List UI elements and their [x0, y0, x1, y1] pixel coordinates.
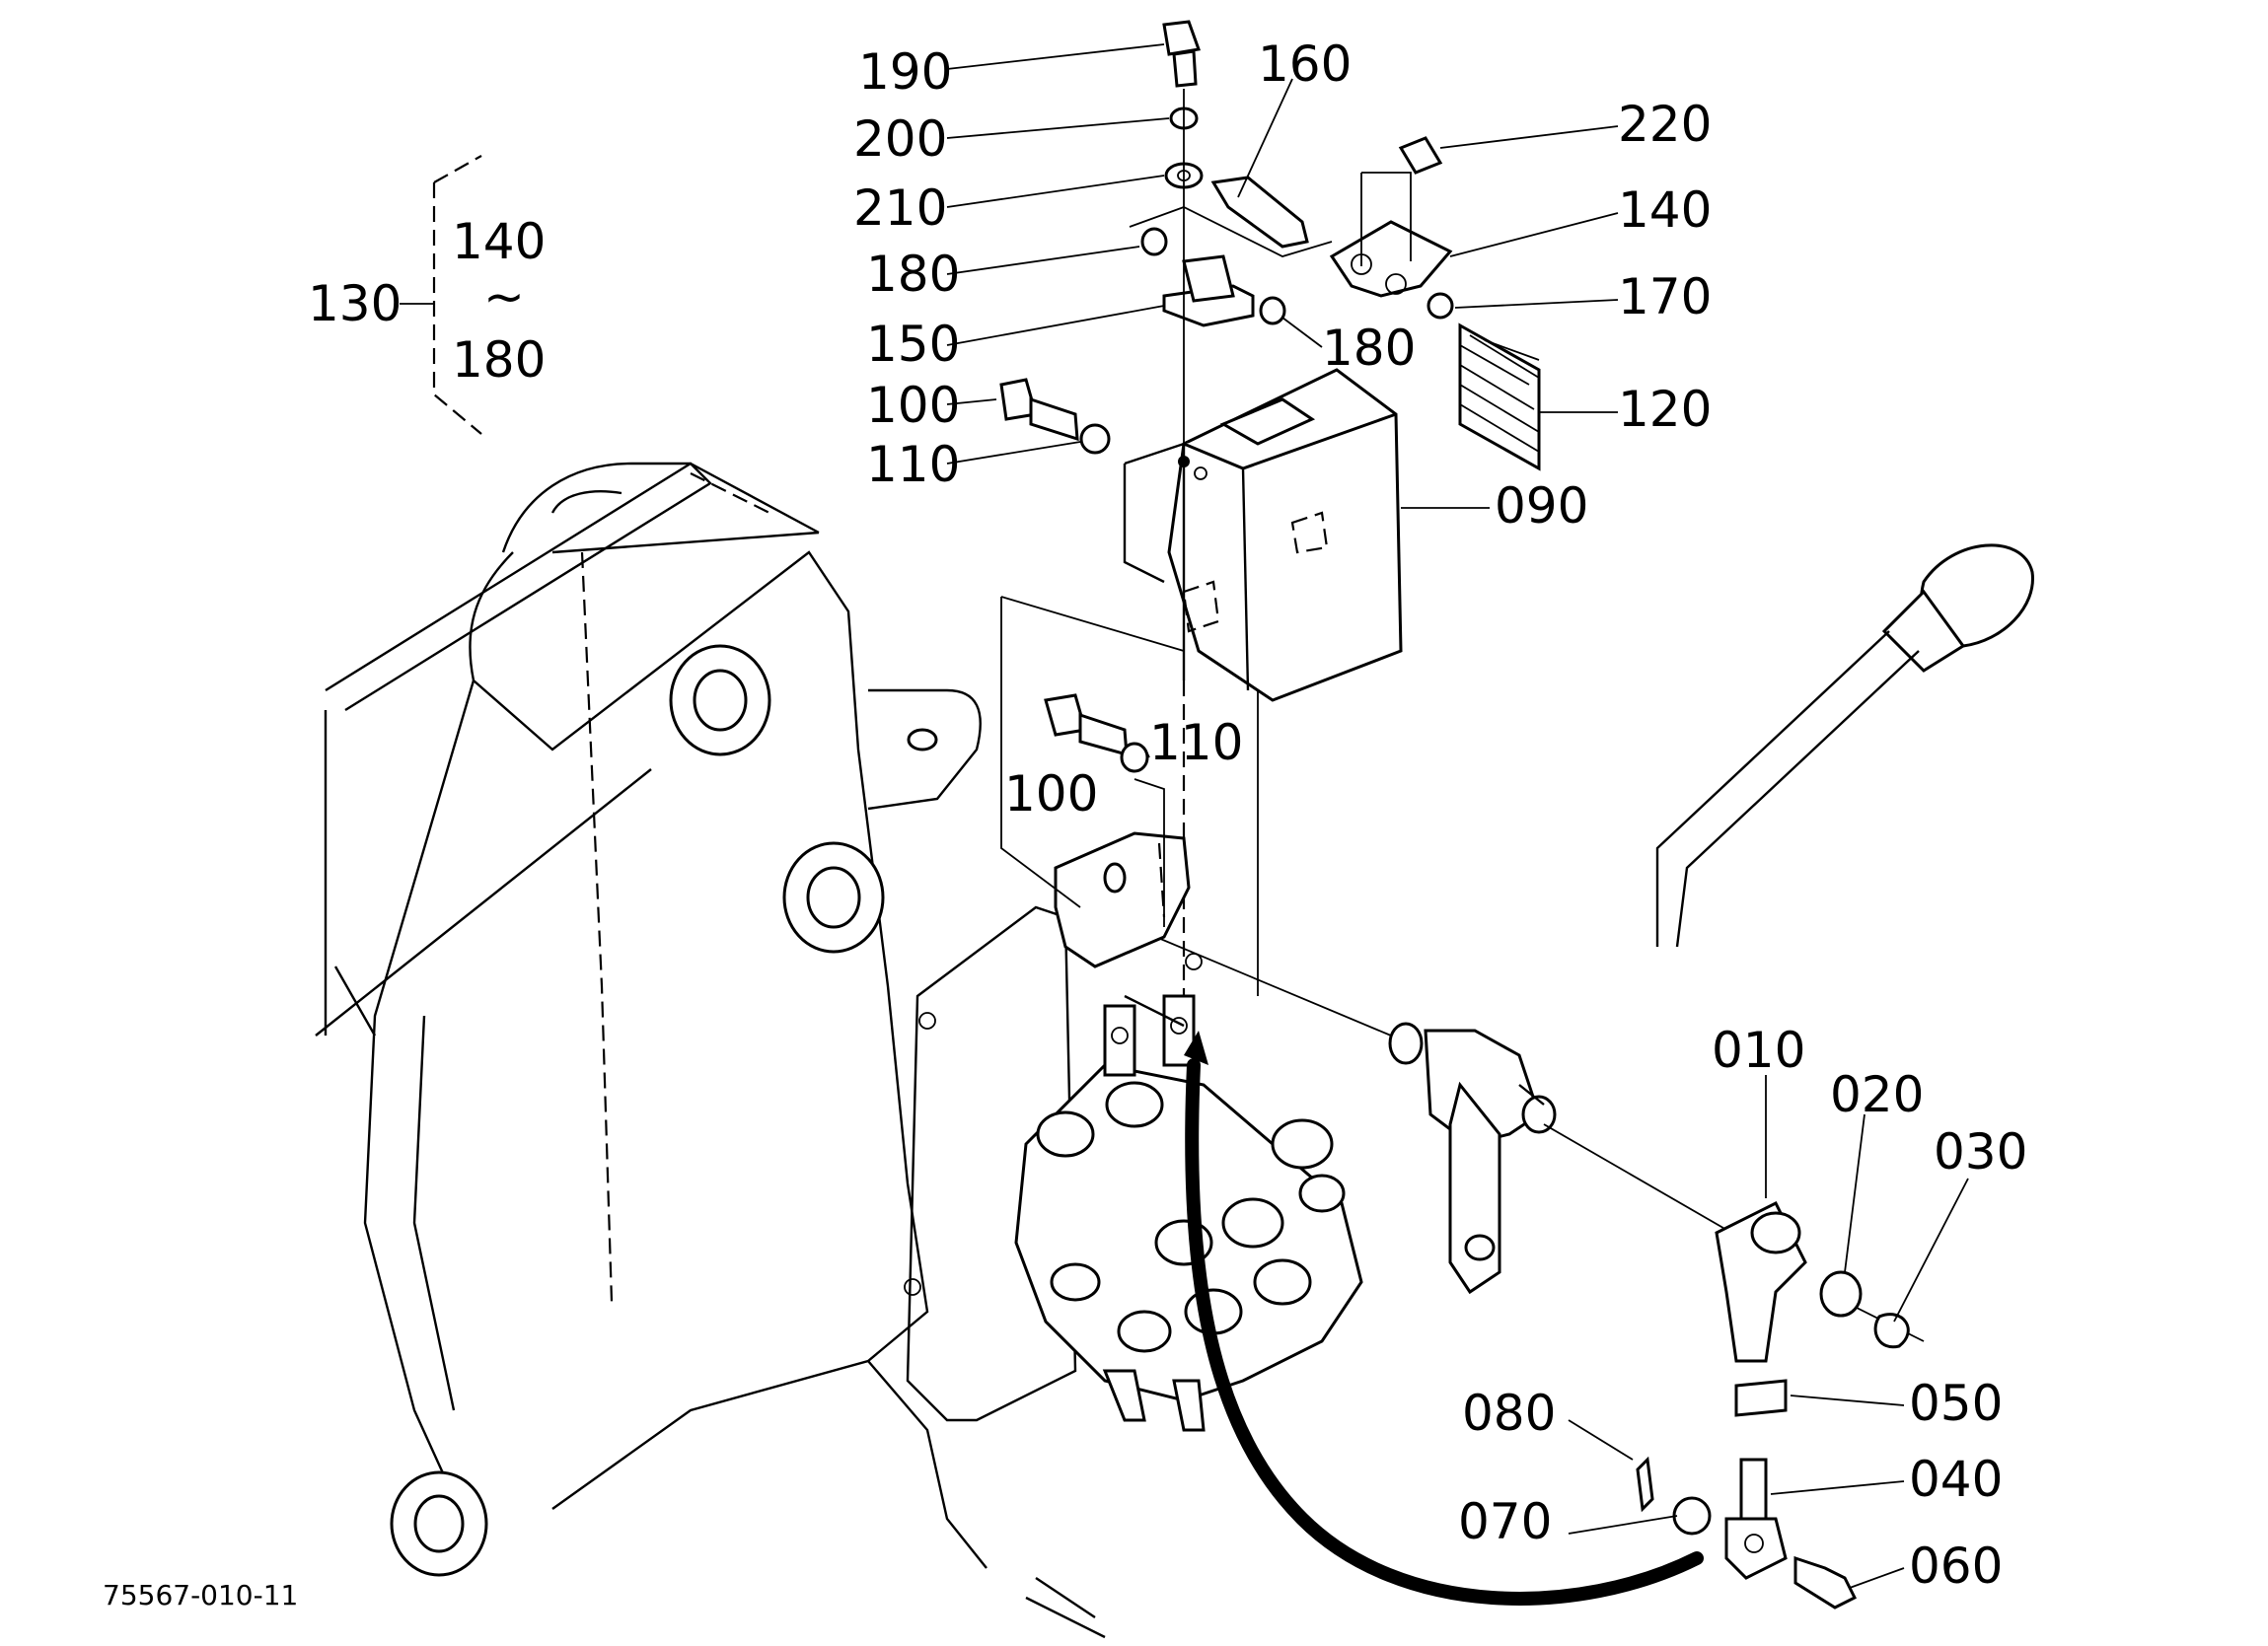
guard-090 — [1123, 368, 1403, 996]
motion-arrow — [1185, 1058, 1704, 1606]
callout-180-lower: 180 — [1322, 320, 1416, 377]
part-020 — [1819, 1270, 1863, 1318]
part-010 — [1715, 1200, 1807, 1363]
hinge-parts — [999, 20, 1454, 996]
group-range-separator: ~ — [483, 268, 525, 325]
callout-090: 090 — [1495, 477, 1588, 535]
callout-100-lower: 100 — [1004, 765, 1098, 823]
callout-120: 120 — [1618, 381, 1712, 438]
callout-110-lower: 110 — [1149, 714, 1243, 771]
pivot-boss-middle — [782, 841, 885, 954]
motion-arrow-head — [1184, 1031, 1208, 1065]
callout-020: 020 — [1830, 1066, 1924, 1123]
callout-170: 170 — [1618, 268, 1712, 325]
callout-labels: 190 200 210 180 150 100 110 160 220 140 … — [103, 36, 2027, 1611]
part-040 — [1724, 1458, 1788, 1580]
group-range-top: 140 — [452, 213, 546, 270]
pivot-boss-lower — [390, 1470, 488, 1577]
callout-080: 080 — [1462, 1385, 1556, 1442]
leader-lines — [946, 43, 1969, 1589]
callout-040: 040 — [1909, 1451, 2003, 1508]
callout-070: 070 — [1458, 1493, 1552, 1550]
group-label-130: 130 — [308, 275, 402, 332]
callout-180-upper: 180 — [866, 246, 960, 303]
loader-frame — [315, 462, 1203, 1639]
guard-bracket — [1054, 831, 1191, 968]
callout-190: 190 — [858, 43, 952, 101]
callout-010: 010 — [1712, 1022, 1805, 1079]
callout-060: 060 — [1909, 1538, 2003, 1595]
document-number: 75567-010-11 — [103, 1579, 298, 1611]
callout-160: 160 — [1258, 36, 1352, 93]
part-060 — [1793, 1555, 1858, 1610]
linkage-parts — [1636, 1200, 1910, 1610]
group-range-bottom: 180 — [452, 331, 546, 389]
decal-120 — [1458, 322, 1541, 471]
callout-220: 220 — [1618, 96, 1712, 153]
pivot-boss-upper — [669, 644, 771, 756]
group-bracket-130 — [400, 155, 482, 435]
part-030 — [1873, 1313, 1910, 1349]
callout-200: 200 — [853, 110, 947, 168]
callout-050: 050 — [1909, 1375, 2003, 1432]
callout-030: 030 — [1934, 1123, 2027, 1181]
part-050 — [1734, 1379, 1788, 1417]
callout-210: 210 — [853, 179, 947, 237]
callout-100-upper: 100 — [866, 377, 960, 434]
part-070 — [1672, 1496, 1712, 1536]
callout-140: 140 — [1618, 181, 1712, 239]
part-080 — [1636, 1456, 1654, 1513]
callout-150: 150 — [866, 316, 960, 373]
callout-110-upper: 110 — [866, 436, 960, 493]
